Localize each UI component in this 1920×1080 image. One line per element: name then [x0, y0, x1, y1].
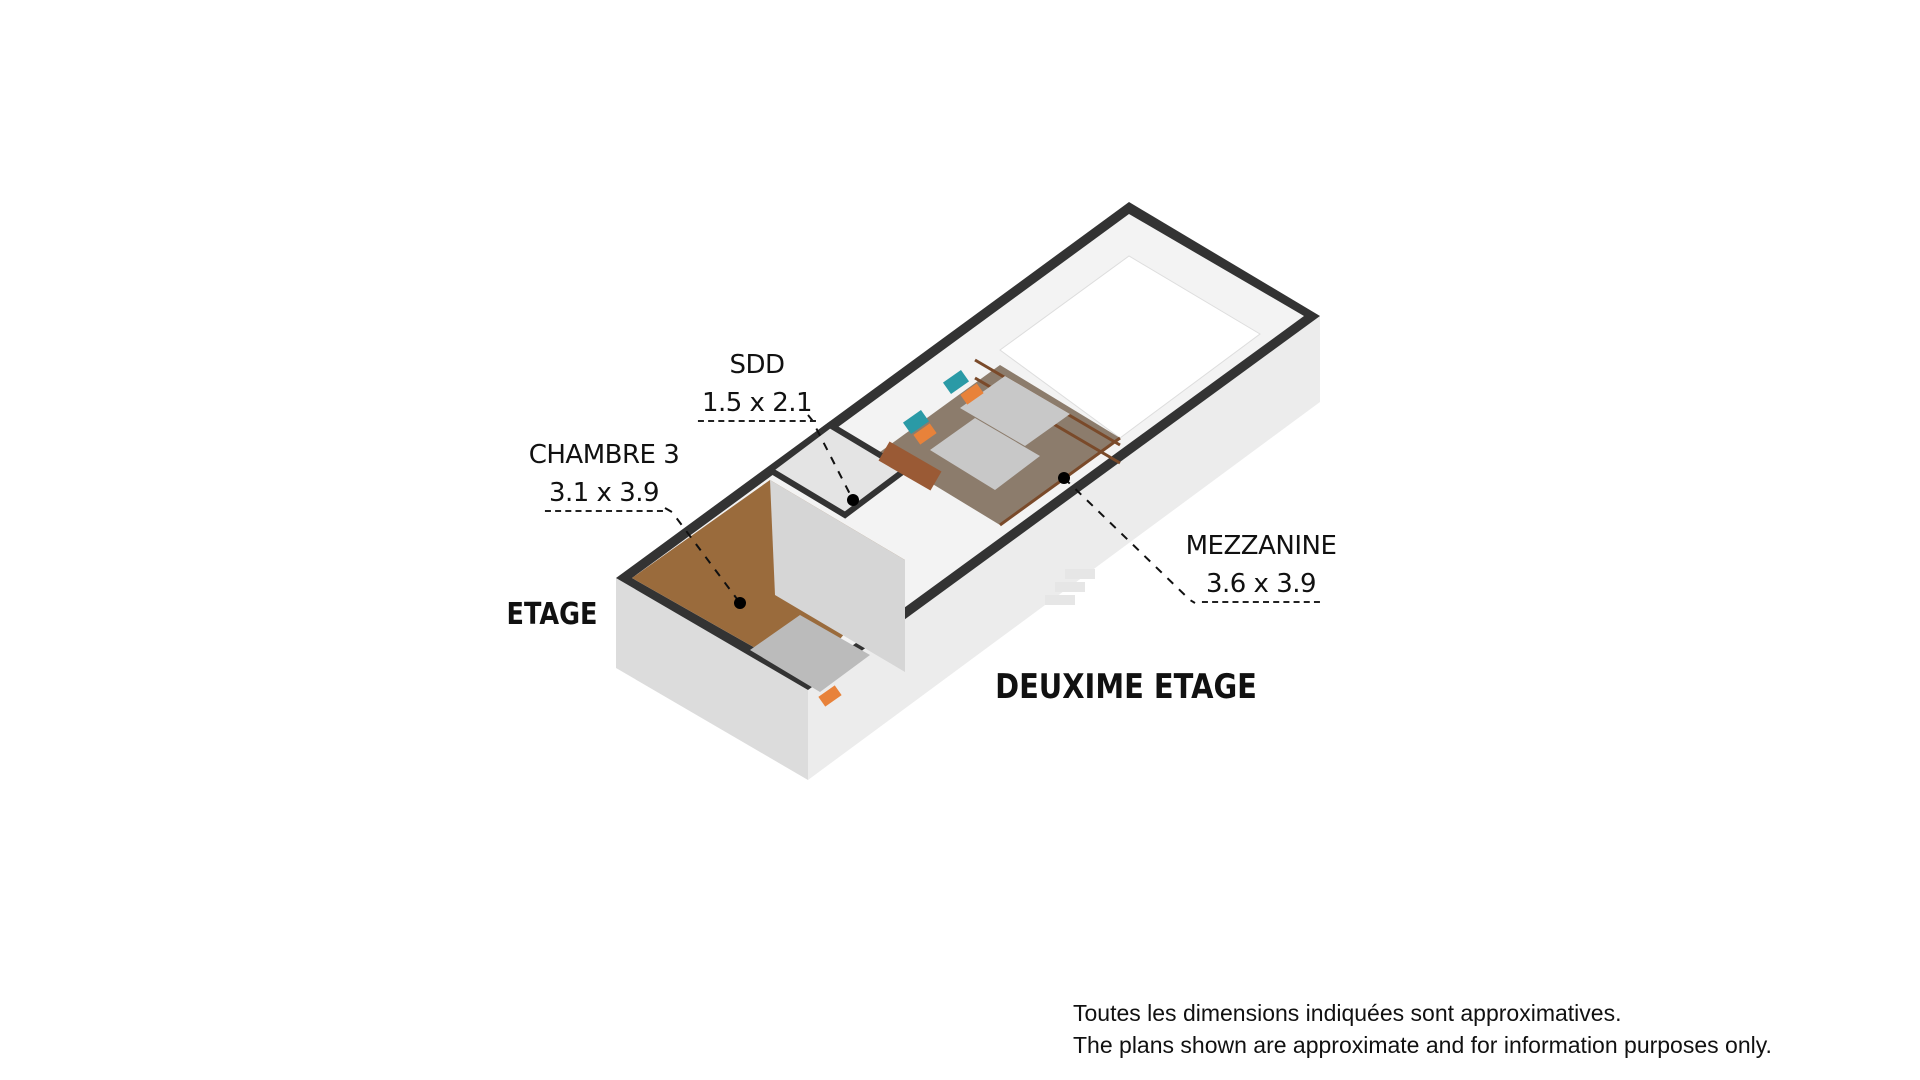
etage-label: ETAGE [506, 597, 598, 632]
room-marker-sdd [847, 494, 859, 506]
pillow-orange-icon [818, 685, 842, 707]
bedroom-wall-partition [770, 480, 905, 672]
pillow-orange-icon [960, 383, 984, 405]
desk [878, 441, 942, 491]
pillow-orange-icon [913, 423, 937, 445]
room-name-sdd: SDD [729, 350, 785, 380]
room-name-chambre-3: CHAMBRE 3 [528, 440, 680, 470]
room-dimensions-mezzanine: 3.6 x 3.9 [1201, 569, 1321, 603]
room-marker-mezzanine [1058, 472, 1070, 484]
bed [960, 376, 1070, 446]
disclaimer-en: The plans shown are approximate and for … [1073, 1032, 1772, 1058]
room-marker-chambre-3 [734, 597, 746, 609]
bed [930, 418, 1040, 490]
pillow-teal-icon [902, 409, 930, 435]
bed [750, 615, 870, 692]
stairs [1045, 569, 1095, 605]
room-name-mezzanine: MEZZANINE [1185, 531, 1337, 561]
front-right-wall [808, 316, 1320, 780]
room-dimensions-sdd: 1.5 x 2.1 [697, 388, 817, 422]
disclaimer-fr: Toutes les dimensions indiquées sont app… [1073, 1000, 1622, 1026]
floor-title: DEUXIME ETAGE [995, 667, 1257, 707]
room-dimensions-chambre-3: 3.1 x 3.9 [544, 478, 664, 512]
front-left-wall [616, 578, 808, 780]
pillow-teal-icon [942, 369, 970, 395]
void-opening [999, 255, 1261, 439]
